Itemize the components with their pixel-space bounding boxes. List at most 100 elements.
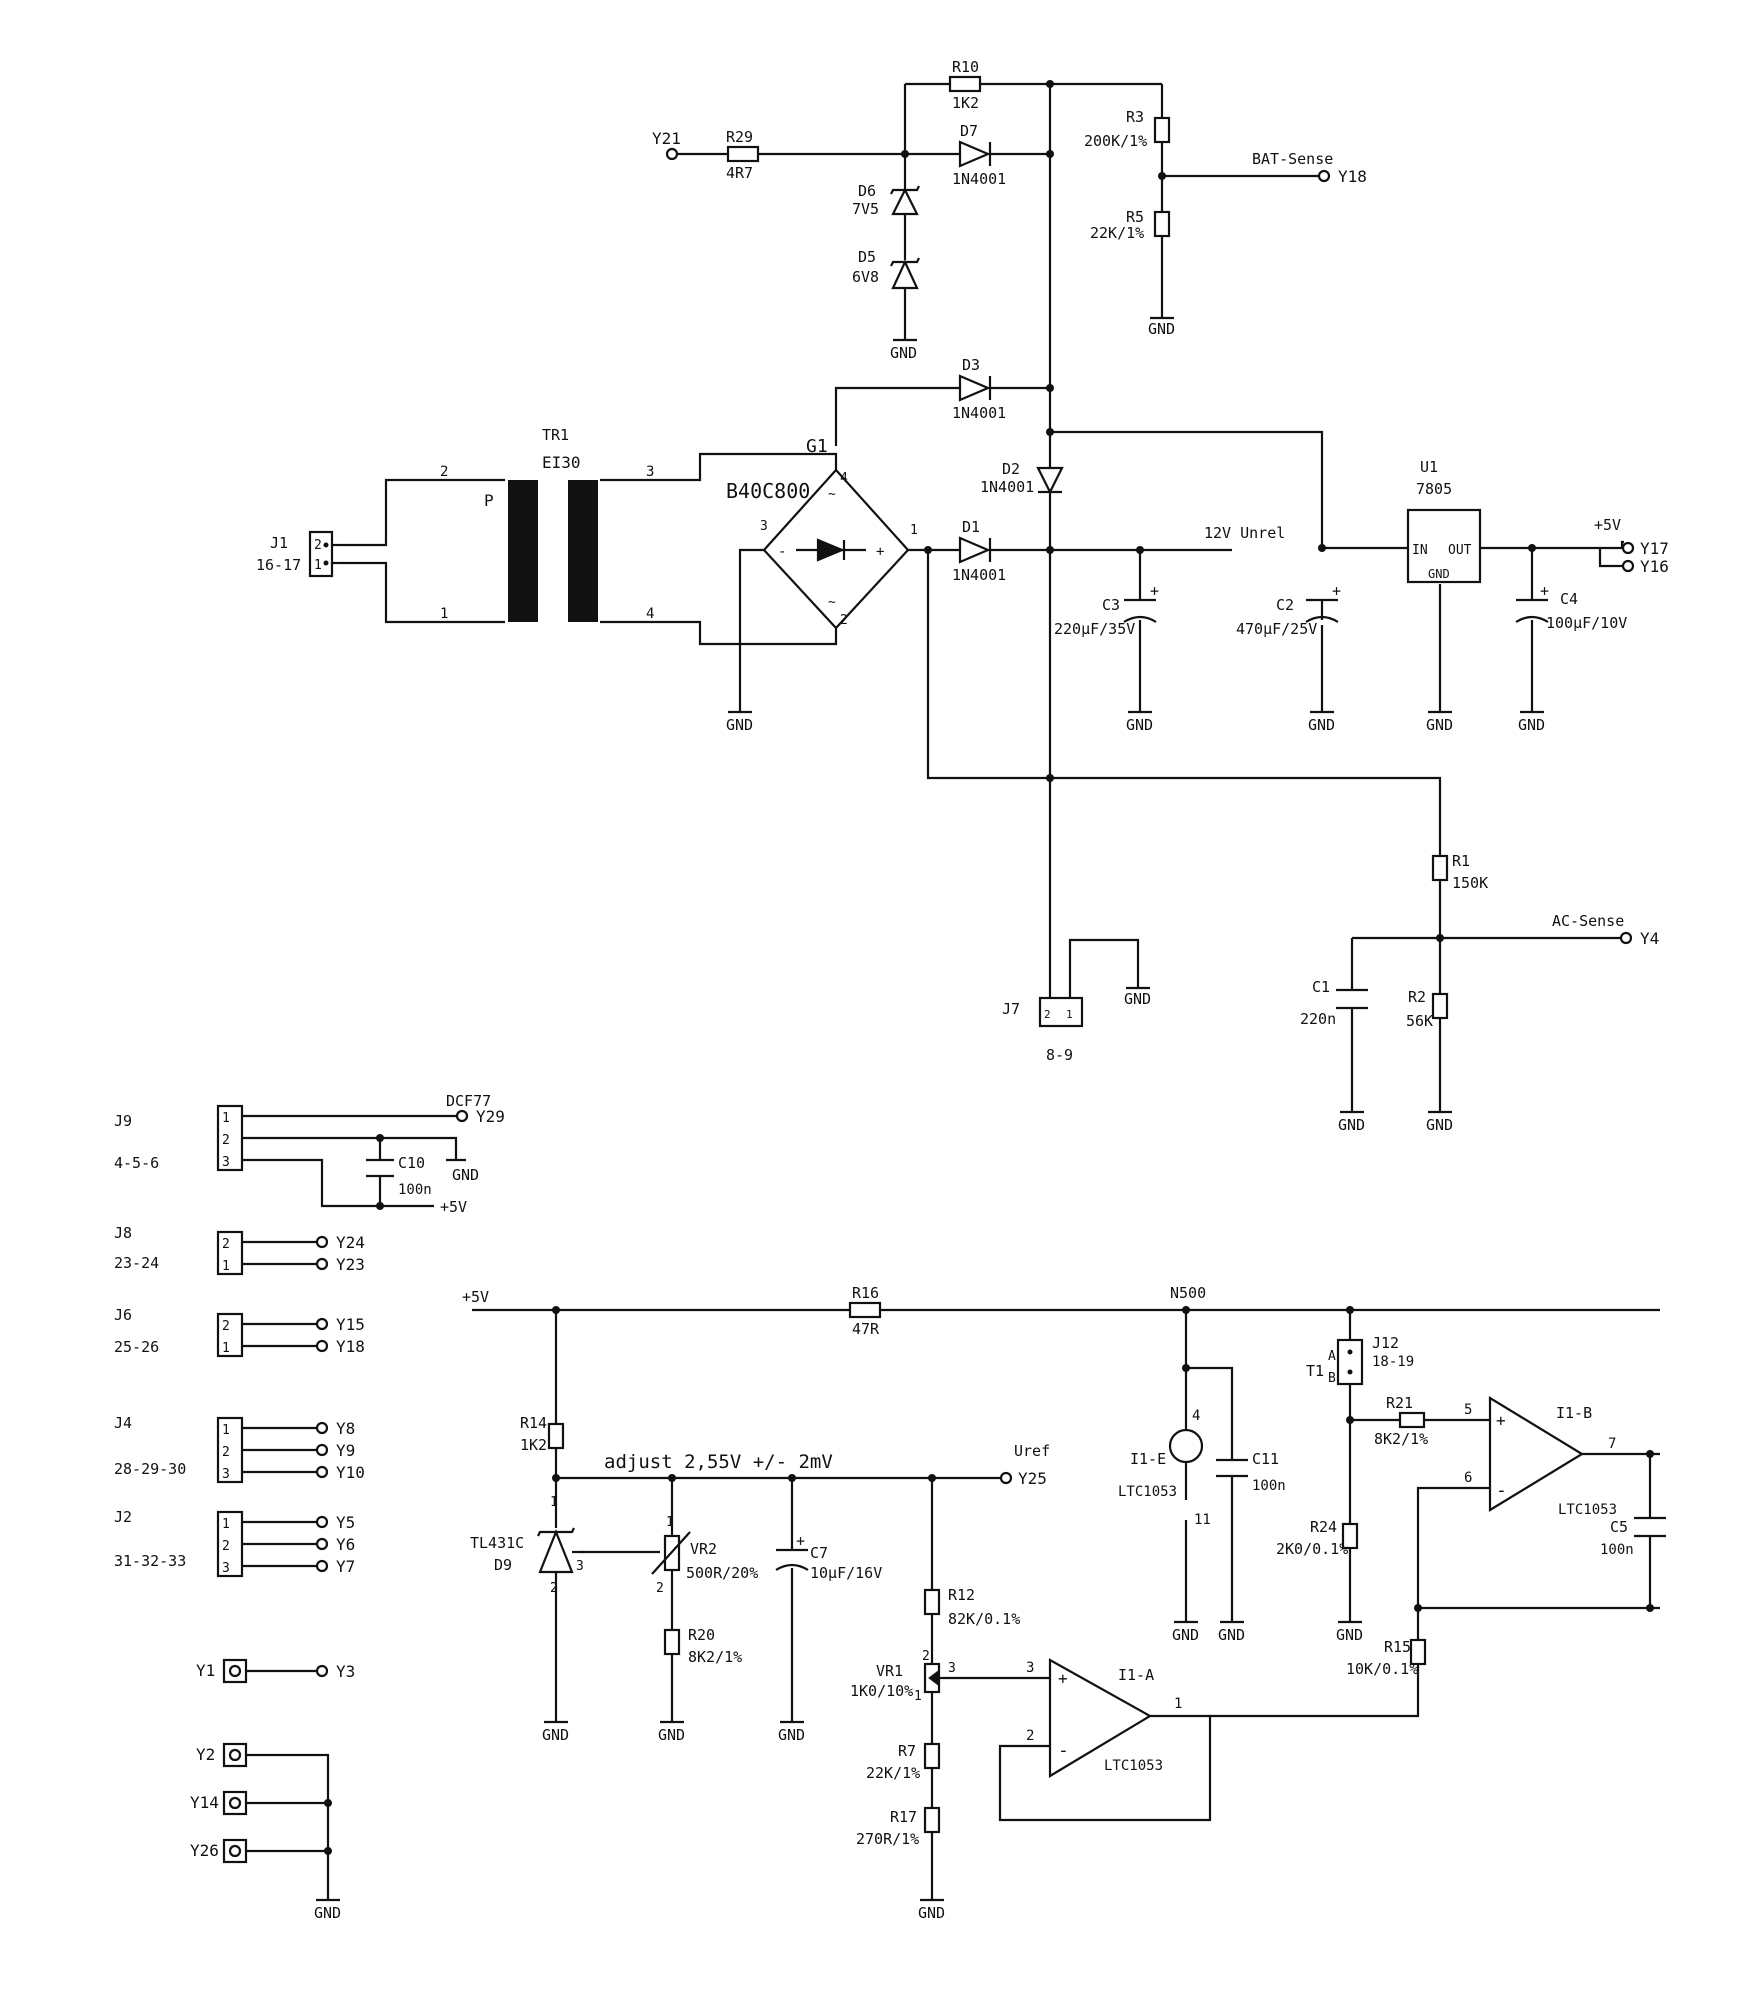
svg-text:1K2: 1K2 xyxy=(520,1436,547,1454)
svg-text:G1: G1 xyxy=(806,436,828,457)
svg-text:3: 3 xyxy=(222,1467,230,1482)
svg-text:J6: J6 xyxy=(114,1306,132,1324)
port-y21: Y21 xyxy=(652,129,681,161)
svg-text:DCF77: DCF77 xyxy=(446,1092,491,1110)
svg-text:1: 1 xyxy=(666,1515,674,1530)
gnd-d5: GND xyxy=(890,338,917,362)
port-y16: Y16 xyxy=(1621,557,1669,576)
resistor-r17: R17 270R/1% xyxy=(856,1806,941,1848)
gnd-r5: GND xyxy=(1148,316,1175,338)
port-y18-top: Y18 xyxy=(1317,167,1367,186)
resistor-r14: R14 1K2 xyxy=(520,1414,565,1454)
svg-text:-: - xyxy=(1058,1740,1069,1761)
svg-text:1K0/10%: 1K0/10% xyxy=(850,1682,913,1700)
svg-text:B: B xyxy=(1328,1371,1336,1386)
svg-text:+: + xyxy=(1540,582,1549,600)
diode-d3: D3 1N4001 xyxy=(952,356,1006,422)
capacitor-c5: C5 100n xyxy=(1600,1516,1666,1558)
resistor-r20: R20 8K2/1% xyxy=(663,1626,742,1666)
svg-text:2: 2 xyxy=(222,1133,230,1148)
svg-text:1K2: 1K2 xyxy=(952,94,979,112)
svg-text:Uref: Uref xyxy=(1014,1442,1050,1460)
svg-text:+: + xyxy=(1150,582,1159,600)
wires-bottom xyxy=(472,1308,1660,1900)
wires-ground-pads xyxy=(246,1753,340,1902)
svg-text:16-17: 16-17 xyxy=(256,556,301,574)
svg-text:-: - xyxy=(1496,1480,1507,1501)
svg-text:+: + xyxy=(1496,1411,1506,1430)
gnd-d9: GND xyxy=(542,1720,569,1744)
svg-text:VR2: VR2 xyxy=(690,1540,717,1558)
svg-text:11: 11 xyxy=(1194,1512,1211,1528)
gnd-c2: GND xyxy=(1308,710,1335,734)
svg-text:25-26: 25-26 xyxy=(114,1338,159,1356)
svg-text:200K/1%: 200K/1% xyxy=(1084,132,1147,150)
svg-text:7805: 7805 xyxy=(1416,480,1452,498)
svg-text:31-32-33: 31-32-33 xyxy=(114,1552,186,1570)
zener-d5: D5 6V8 xyxy=(852,248,920,290)
gnd-pads: GND xyxy=(314,1904,341,1922)
resistor-r15: R15 10K/0.1% xyxy=(1346,1638,1427,1678)
net-dcf77: DCF77 xyxy=(446,1092,491,1110)
diode-d1: D1 1N4001 xyxy=(952,518,1006,584)
net-5v-bottom: +5V xyxy=(462,1288,489,1306)
svg-text:C1: C1 xyxy=(1312,978,1330,996)
trimmer-vr1: 2 1 3 VR1 1K0/10% xyxy=(850,1649,956,1704)
svg-text:6V8: 6V8 xyxy=(852,268,879,286)
connector-j6: 2 1 J6 25-26 xyxy=(114,1306,316,1358)
svg-text:C7: C7 xyxy=(810,1544,828,1562)
svg-text:1: 1 xyxy=(222,1259,230,1274)
svg-text:GND: GND xyxy=(1218,1626,1245,1644)
svg-text:OUT: OUT xyxy=(1448,543,1472,558)
gnd-r17: GND xyxy=(918,1898,945,1922)
gnd-r2: GND xyxy=(1426,1110,1453,1134)
port-y9: Y9 xyxy=(315,1441,355,1460)
svg-text:C5: C5 xyxy=(1610,1518,1628,1536)
svg-text:22K/1%: 22K/1% xyxy=(1090,224,1144,242)
svg-text:R15: R15 xyxy=(1384,1638,1411,1656)
svg-text:R12: R12 xyxy=(948,1586,975,1604)
svg-text:4: 4 xyxy=(646,606,654,622)
svg-text:J7: J7 xyxy=(1002,1000,1020,1018)
svg-text:+: + xyxy=(1058,1669,1068,1688)
zener-d6: D6 7V5 xyxy=(852,182,920,218)
svg-text:2: 2 xyxy=(222,1539,230,1554)
svg-text:VR1: VR1 xyxy=(876,1662,903,1680)
svg-text:GND: GND xyxy=(1426,1116,1453,1134)
svg-text:47R: 47R xyxy=(852,1320,880,1338)
svg-text:220µF/35V: 220µF/35V xyxy=(1054,620,1135,638)
svg-text:10µF/16V: 10µF/16V xyxy=(810,1564,882,1582)
gnd-c1: GND xyxy=(1338,1110,1365,1134)
capacitor-c4: + C4 100µF/10V xyxy=(1515,582,1627,632)
svg-text:3: 3 xyxy=(576,1559,584,1574)
svg-text:GND: GND xyxy=(1308,716,1335,734)
svg-text:22K/1%: 22K/1% xyxy=(866,1764,920,1782)
svg-text:+: + xyxy=(796,1532,805,1550)
shunt-ref-d9: 1 2 3 TL431C D9 xyxy=(470,1495,584,1596)
svg-text:GND: GND xyxy=(890,344,917,362)
capacitor-c2: + C2 470µF/25V xyxy=(1236,582,1341,638)
gnd-j7: GND xyxy=(1124,986,1151,1008)
svg-text:I1-E: I1-E xyxy=(1130,1450,1166,1468)
port-y10: Y10 xyxy=(315,1463,365,1482)
svg-text:R20: R20 xyxy=(688,1626,715,1644)
svg-text:R5: R5 xyxy=(1126,208,1144,226)
svg-text:10K/0.1%: 10K/0.1% xyxy=(1346,1660,1418,1678)
svg-text:Y3: Y3 xyxy=(336,1662,355,1681)
svg-text:Y14: Y14 xyxy=(190,1793,219,1812)
svg-text:8-9: 8-9 xyxy=(1046,1046,1073,1064)
svg-text:2: 2 xyxy=(222,1237,230,1252)
svg-text:Y8: Y8 xyxy=(336,1419,355,1438)
svg-text:3: 3 xyxy=(222,1561,230,1576)
connector-j2: 1 2 3 J2 31-32-33 xyxy=(114,1508,316,1578)
gnd-u1: GND xyxy=(1426,710,1453,734)
port-y6: Y6 xyxy=(315,1535,355,1554)
svg-text:J2: J2 xyxy=(114,1508,132,1526)
diode-d2: D2 1N4001 xyxy=(980,460,1064,496)
svg-text:8K2/1%: 8K2/1% xyxy=(688,1648,742,1666)
gnd-c4: GND xyxy=(1518,710,1545,734)
svg-text:2: 2 xyxy=(440,464,448,480)
svg-text:R16: R16 xyxy=(852,1284,879,1302)
svg-text:7: 7 xyxy=(1608,1436,1616,1452)
